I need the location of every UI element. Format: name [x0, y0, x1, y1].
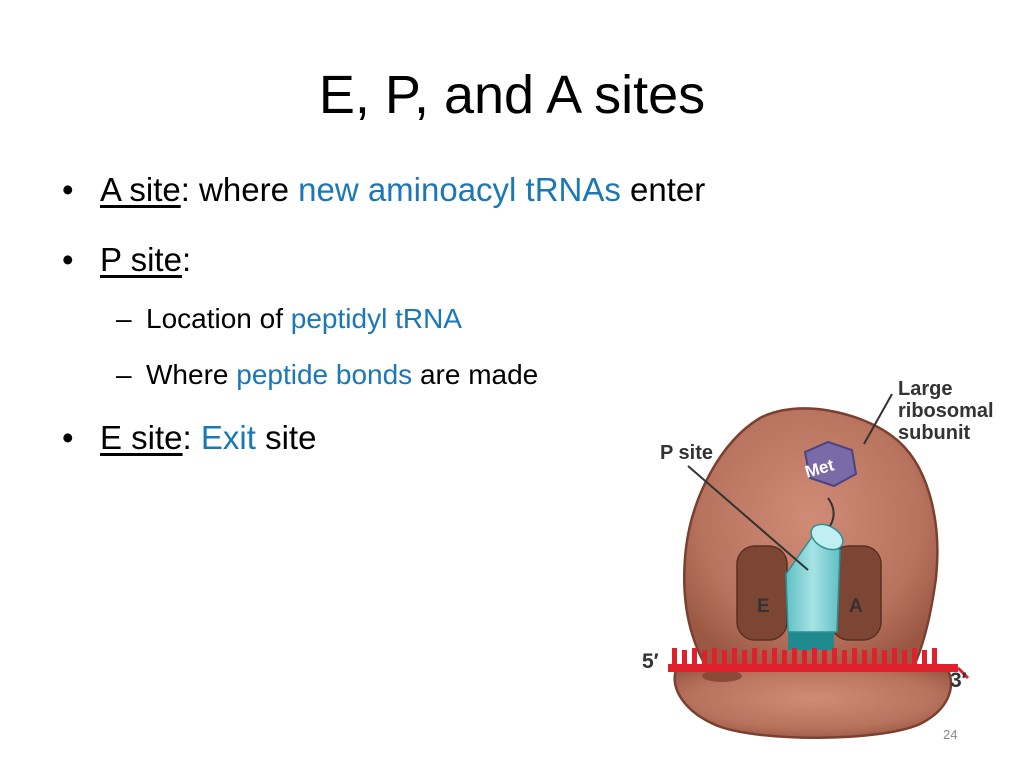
bullet-p-site: P site:: [56, 240, 956, 280]
term-e-site: E site: [100, 419, 183, 456]
a-site-colon: :: [180, 171, 190, 208]
term-a-site: A site: [100, 171, 181, 208]
e-site-highlight: Exit: [200, 419, 256, 456]
a-site-text2: enter: [620, 171, 706, 208]
e-site-text2: site: [255, 419, 317, 456]
mrna-ticks: [672, 648, 937, 664]
e-site-pocket: [736, 545, 788, 641]
a-site-text1: where: [189, 171, 299, 208]
slide-title: E, P, and A sites: [318, 65, 706, 125]
small-subunit-shape: [673, 668, 953, 739]
ribosome-figure: Large ribosomal subunit P site Met E A 5…: [630, 370, 1024, 745]
psite-leader-line: [687, 465, 809, 571]
sub1-highlight: peptidyl tRNA: [290, 303, 462, 334]
mrna-strand: [668, 664, 958, 672]
sub2-highlight: peptide bonds: [236, 359, 413, 390]
a-site-highlight: new aminoacyl tRNAs: [298, 171, 621, 208]
label-3-prime: 3′: [950, 669, 967, 692]
mrna-tail: [956, 666, 970, 680]
e-site-space: [192, 419, 201, 456]
e-site-colon: :: [182, 419, 192, 456]
label-e: E: [757, 596, 770, 617]
label-5-prime: 5′: [642, 650, 659, 673]
sub2-text1: Where: [146, 359, 237, 390]
trna-body: [785, 532, 841, 633]
sub-bullet-location: Location of peptidyl tRNA: [56, 302, 956, 336]
label-p-site: P site: [660, 442, 713, 464]
bullet-e-site: E site: Exit site: [56, 418, 956, 458]
label-large-line-1: Large: [898, 378, 953, 400]
trna-anticodon: [788, 628, 834, 650]
sub2-text2: are made: [412, 359, 539, 390]
ribosome-diagram: [668, 393, 970, 739]
label-large-subunit: Large ribosomal subunit: [898, 378, 994, 444]
met-hexagon: [803, 440, 858, 488]
page-number: 24: [943, 727, 958, 742]
small-subunit-groove: [702, 670, 742, 682]
term-p-site: P site: [100, 241, 182, 278]
label-large-line-2: ribosomal: [898, 400, 994, 422]
bullet-a-site: A site: where new aminoacyl tRNAs enter: [56, 170, 956, 210]
sub-bullet-where: Where peptide bonds are made: [56, 358, 956, 392]
trna-top: [810, 523, 844, 551]
p-site-colon: :: [181, 241, 192, 278]
sub1-text: Location of: [146, 303, 291, 334]
trna-linker: [827, 497, 835, 527]
label-large-line-3: subunit: [898, 422, 971, 444]
bullet-list: A site: where new aminoacyl tRNAs enter …: [56, 170, 956, 458]
large-subunit-leader-line: [863, 393, 893, 445]
label-a: A: [849, 596, 863, 617]
